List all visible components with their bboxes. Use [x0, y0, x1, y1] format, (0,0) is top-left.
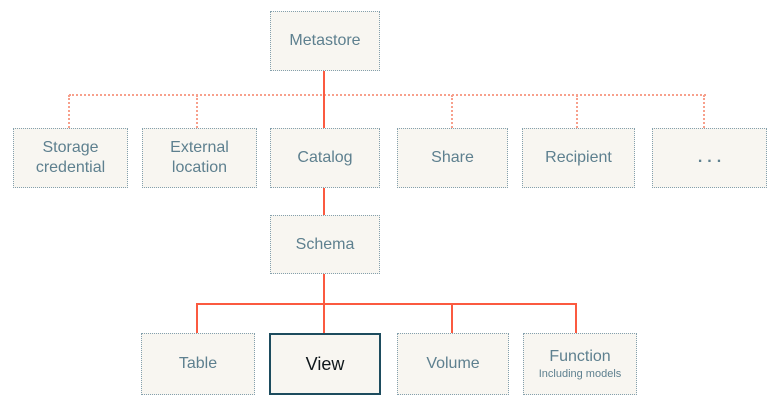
node-table: Table — [141, 333, 255, 395]
connector-dotted-bus — [69, 94, 706, 96]
node-view: View — [269, 333, 381, 395]
node-recipient: Recipient — [522, 128, 635, 188]
node-storage-credential: Storage credential — [13, 128, 128, 188]
node-view-label: View — [305, 353, 345, 374]
node-volume-label: Volume — [426, 355, 480, 372]
node-share: Share — [397, 128, 508, 188]
node-catalog-label: Catalog — [297, 149, 353, 166]
node-recipient-label: Recipient — [545, 149, 612, 166]
node-metastore-label: Metastore — [289, 32, 361, 49]
node-metastore: Metastore — [270, 11, 380, 71]
node-function-sublabel: Including models — [538, 367, 622, 380]
node-external-location: External location — [142, 128, 257, 188]
connector-function-drop — [575, 303, 577, 333]
connector-table-drop — [196, 303, 198, 333]
node-schema-label: Schema — [295, 235, 355, 253]
node-schema: Schema — [270, 215, 380, 274]
connector-ellipsis-drop — [703, 95, 705, 128]
node-ellipsis: ... — [652, 128, 767, 188]
node-catalog: Catalog — [270, 128, 380, 188]
node-function-label: Function — [549, 347, 611, 365]
node-external-location-label: External location — [170, 139, 229, 176]
node-ellipsis-label: ... — [697, 149, 727, 166]
connector-catalog-schema — [323, 188, 325, 215]
connector-volume-drop — [451, 303, 453, 333]
connector-recipient-drop — [576, 95, 578, 128]
node-function: Function Including models — [523, 333, 637, 395]
connector-solid-bus — [197, 303, 577, 305]
node-volume: Volume — [397, 333, 509, 395]
node-share-label: Share — [431, 149, 474, 166]
connector-external-location-drop — [196, 95, 198, 128]
node-table-label: Table — [178, 355, 218, 372]
node-storage-credential-label: Storage credential — [35, 139, 106, 176]
connector-share-drop — [451, 95, 453, 128]
connector-storage-credential-drop — [68, 95, 70, 128]
connector-metastore-catalog — [323, 71, 325, 128]
